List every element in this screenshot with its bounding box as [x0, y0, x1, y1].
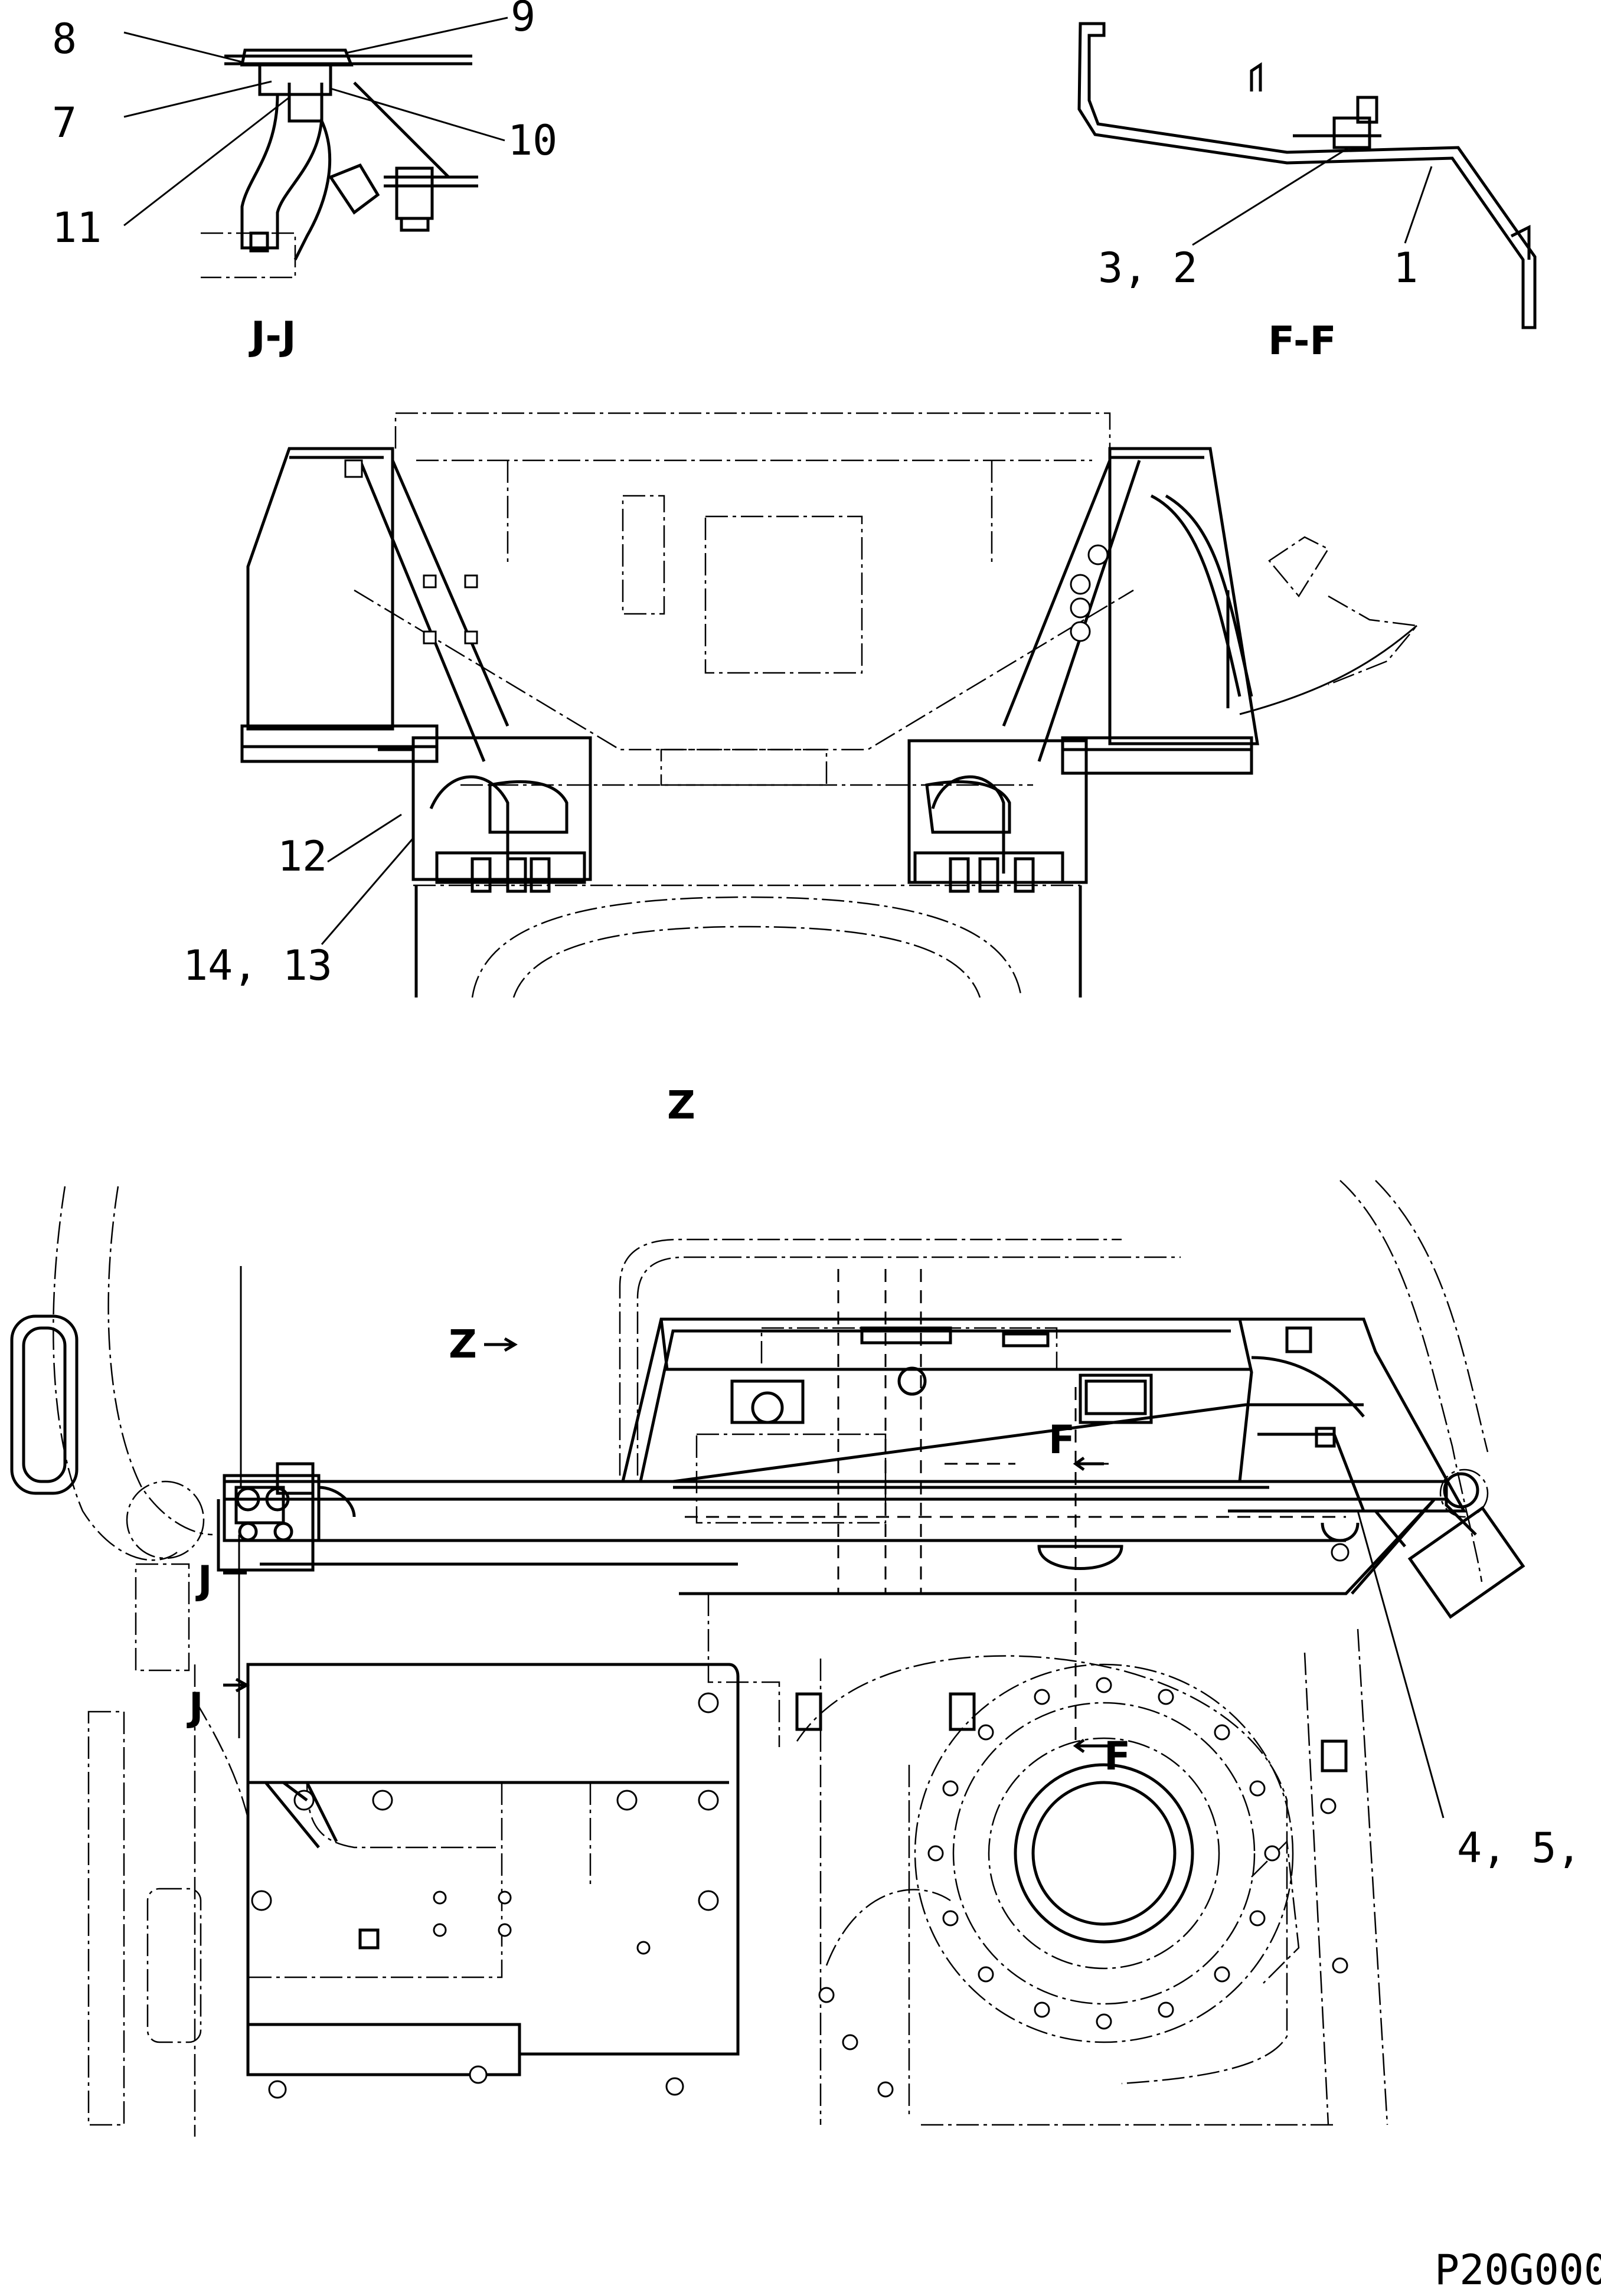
callout-14-13: 14, 13: [183, 941, 332, 990]
gear-bolt-holes: [818, 1677, 1348, 2098]
section-jj-detail: 8 9 7 10 11 J-J: [52, 0, 557, 359]
view-z-title: Z: [667, 1082, 695, 1128]
section-marker-f-bottom: F: [1104, 1734, 1130, 1779]
callout-4-5-6: 4, 5, 6: [1457, 1824, 1601, 1872]
callout-12: 12: [277, 832, 327, 881]
section-jj-title: J-J: [249, 313, 296, 359]
callout-10: 10: [508, 116, 557, 165]
callout-8: 8: [52, 15, 77, 63]
view-arrow-label: Z: [449, 1322, 477, 1367]
callout-9: 9: [511, 0, 535, 41]
callout-7: 7: [52, 99, 77, 147]
callout-11: 11: [52, 204, 102, 252]
callout-3-2: 3, 2: [1098, 244, 1198, 292]
view-z: 12 14, 13 Z: [183, 412, 1419, 1128]
section-marker-j-top: J: [195, 1558, 213, 1603]
callout-1: 1: [1393, 244, 1418, 292]
drawing-number: P20G000: [1435, 2246, 1601, 2294]
plan-view: J J F F Z: [10, 1180, 1601, 2137]
section-ff-detail: 3, 2 1 F-F: [1077, 22, 1537, 364]
section-marker-f-top: F: [1048, 1417, 1075, 1463]
section-ff-title: F-F: [1268, 318, 1337, 364]
